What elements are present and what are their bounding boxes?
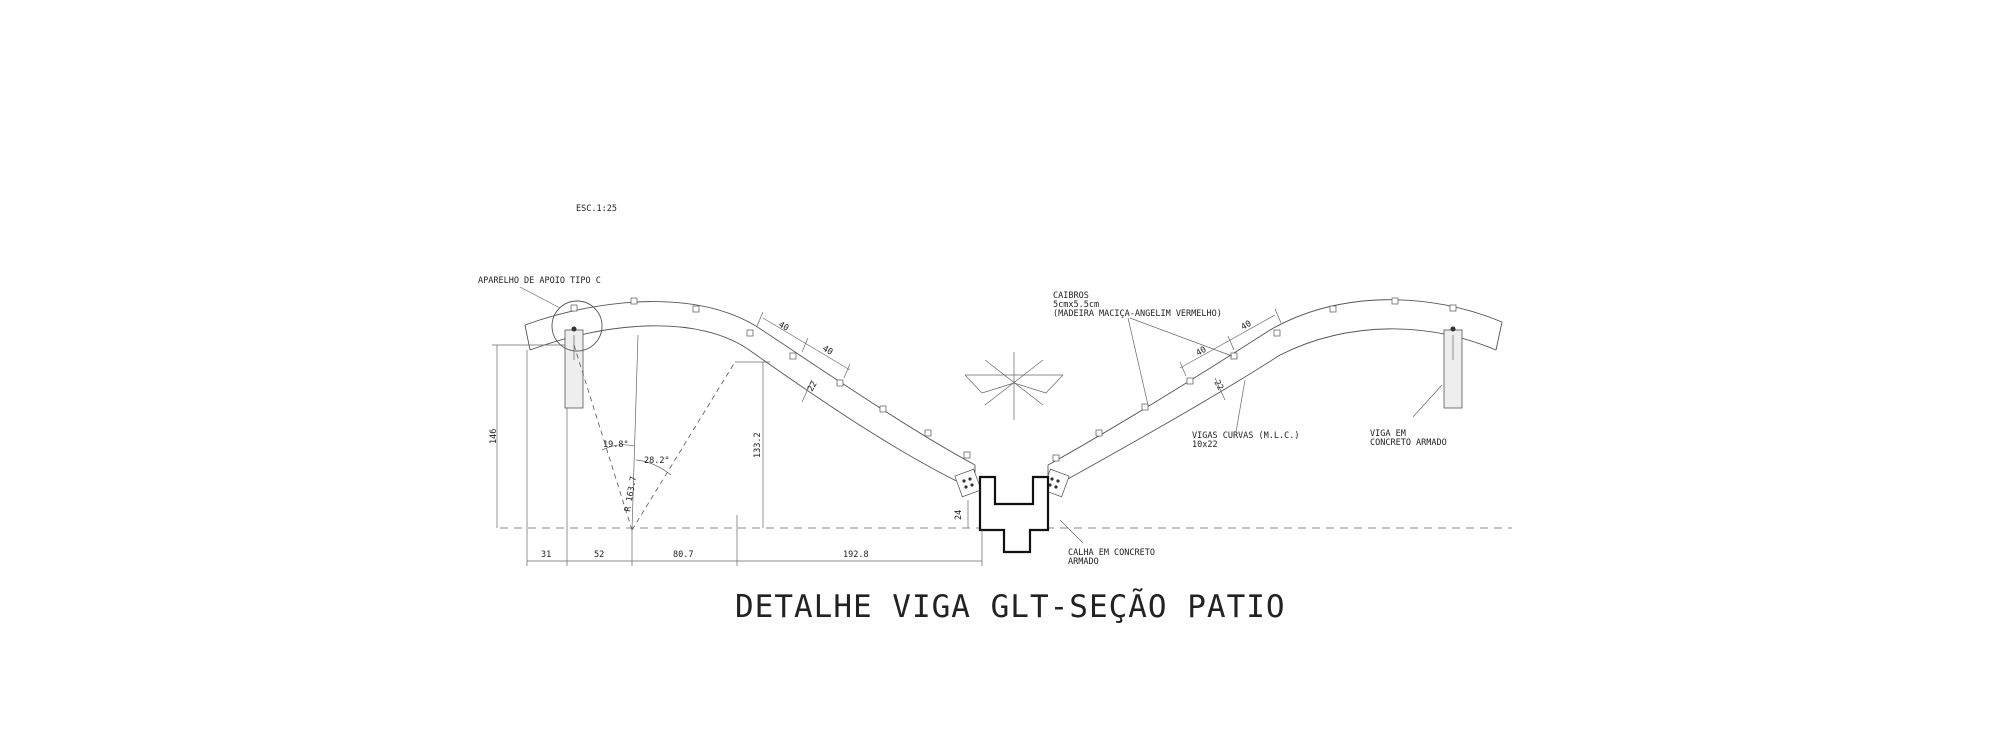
dim-40c: 40: [1195, 345, 1209, 359]
caibros-material-label: (MADEIRA MACIÇA-ANGELIM VERMELHO): [1053, 309, 1222, 319]
caibros-label: CAIBROS: [1053, 291, 1089, 301]
dim-22b: 22: [1211, 379, 1225, 393]
right-spacing-dims: [1179, 308, 1282, 401]
dim-52: 52: [594, 550, 604, 560]
right-concrete-column: [1443, 326, 1463, 409]
leader-lines: [519, 286, 1443, 544]
concrete-gutter: [978, 475, 1050, 554]
caibros-size-label: 5cmx5.5cm: [1053, 300, 1099, 310]
angle-1: 19.8°: [603, 440, 629, 450]
radius-label: R 163.7: [623, 476, 639, 513]
dimension-146: [492, 344, 565, 528]
dim-40d: 40: [1240, 319, 1254, 333]
scale-label: ESC.1:25: [576, 204, 617, 214]
dim-133: 133.2: [753, 432, 763, 458]
rafters-right: [1052, 297, 1457, 462]
left-beam-end-plate: [954, 468, 982, 498]
dim-40a: 40: [777, 320, 791, 334]
left-concrete-column: [564, 326, 584, 409]
dimension-133: [735, 361, 770, 528]
vigas-size-label: 10x22: [1192, 440, 1218, 450]
baseline-dimension: [526, 350, 983, 566]
dim-80: 80.7: [673, 550, 693, 560]
viga-concreto-label: VIGA EM: [1370, 429, 1406, 439]
left-spacing-dims: [756, 311, 851, 403]
dim-22a: 22: [806, 380, 820, 394]
dim-24: 24: [954, 510, 964, 520]
vigas-label: VIGAS CURVAS (M.L.C.): [1192, 431, 1299, 441]
drawing-title: DETALHE VIGA GLT-SEÇÃO PATIO: [735, 589, 1286, 625]
viga-concreto-label-2: CONCRETO ARMADO: [1370, 438, 1447, 448]
dim-40b: 40: [821, 344, 835, 358]
calha-label-2: ARMADO: [1068, 557, 1099, 567]
apoio-label: APARELHO DE APOIO TIPO C: [478, 276, 601, 286]
radius-construction: [573, 334, 736, 531]
right-curved-beam: [1047, 299, 1503, 491]
support-detail-circle: [551, 300, 603, 352]
dim-31: 31: [541, 550, 551, 560]
dim-192: 192.8: [843, 550, 869, 560]
angle-2: 28.2°: [644, 456, 670, 466]
section-symbol: [964, 352, 1064, 420]
rafters-left: [570, 297, 971, 459]
calha-label: CALHA EM CONCRETO: [1068, 548, 1155, 558]
dim-146: 146: [489, 429, 499, 444]
